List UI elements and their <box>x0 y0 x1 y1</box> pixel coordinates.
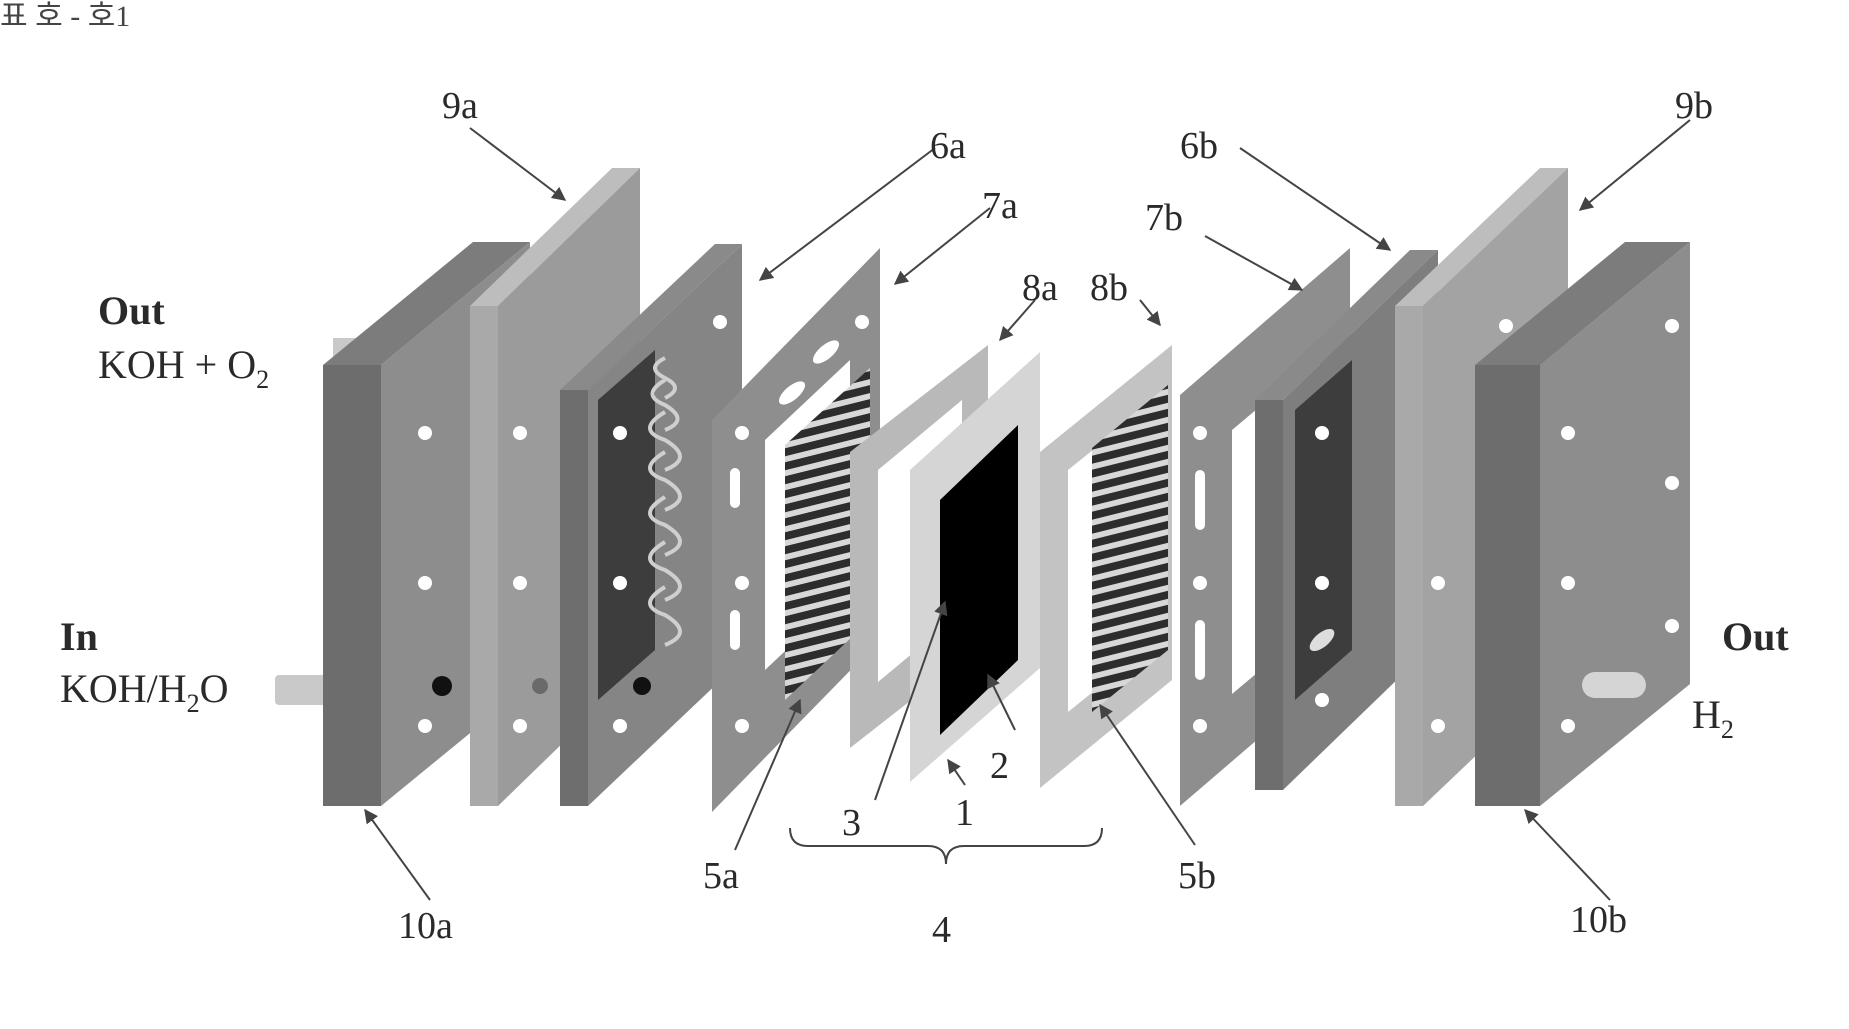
right-outlet-label: Out H2 <box>1692 614 1789 744</box>
svg-text:KOH + O2: KOH + O2 <box>98 342 269 394</box>
left-out-subscript: 2 <box>256 365 269 394</box>
label-4: 4 <box>932 909 951 951</box>
label-6a: 6a <box>930 125 966 167</box>
port-dot <box>432 676 452 696</box>
label-9a: 9a <box>442 85 478 127</box>
label-9b: 9b <box>1675 85 1713 127</box>
label-7a: 7a <box>982 185 1018 227</box>
label-7b: 7b <box>1145 197 1183 239</box>
right-out-title: Out <box>1722 614 1789 659</box>
label-3: 3 <box>842 802 861 844</box>
left-in-subscript: 2 <box>187 689 200 718</box>
svg-text:H2: H2 <box>1692 692 1734 744</box>
outlet-port-h2 <box>1582 672 1646 698</box>
label-10b: 10b <box>1570 899 1627 941</box>
label-8a: 8a <box>1022 267 1058 309</box>
right-out-subscript: 2 <box>1721 715 1734 744</box>
left-in-title: In <box>60 614 98 659</box>
left-inlet-label: In KOH/H2O <box>60 614 229 718</box>
label-8b: 8b <box>1090 267 1128 309</box>
label-1: 1 <box>955 792 974 834</box>
left-outlet-label: Out KOH + O2 <box>98 288 269 394</box>
svg-text:KOH/H2O: KOH/H2O <box>60 666 229 718</box>
label-5a: 5a <box>703 855 739 897</box>
label-10a: 10a <box>398 905 453 947</box>
right-out-formula: H <box>1692 692 1721 737</box>
label-5b: 5b <box>1178 855 1216 897</box>
left-in-formula-b: O <box>200 666 229 711</box>
header-fragment: 표 호 - 호1 <box>0 0 130 33</box>
left-in-formula-a: KOH/H <box>60 666 187 711</box>
left-out-formula: KOH + O <box>98 342 256 387</box>
label-6b: 6b <box>1180 125 1218 167</box>
label-2: 2 <box>990 745 1009 787</box>
left-out-title: Out <box>98 288 165 333</box>
